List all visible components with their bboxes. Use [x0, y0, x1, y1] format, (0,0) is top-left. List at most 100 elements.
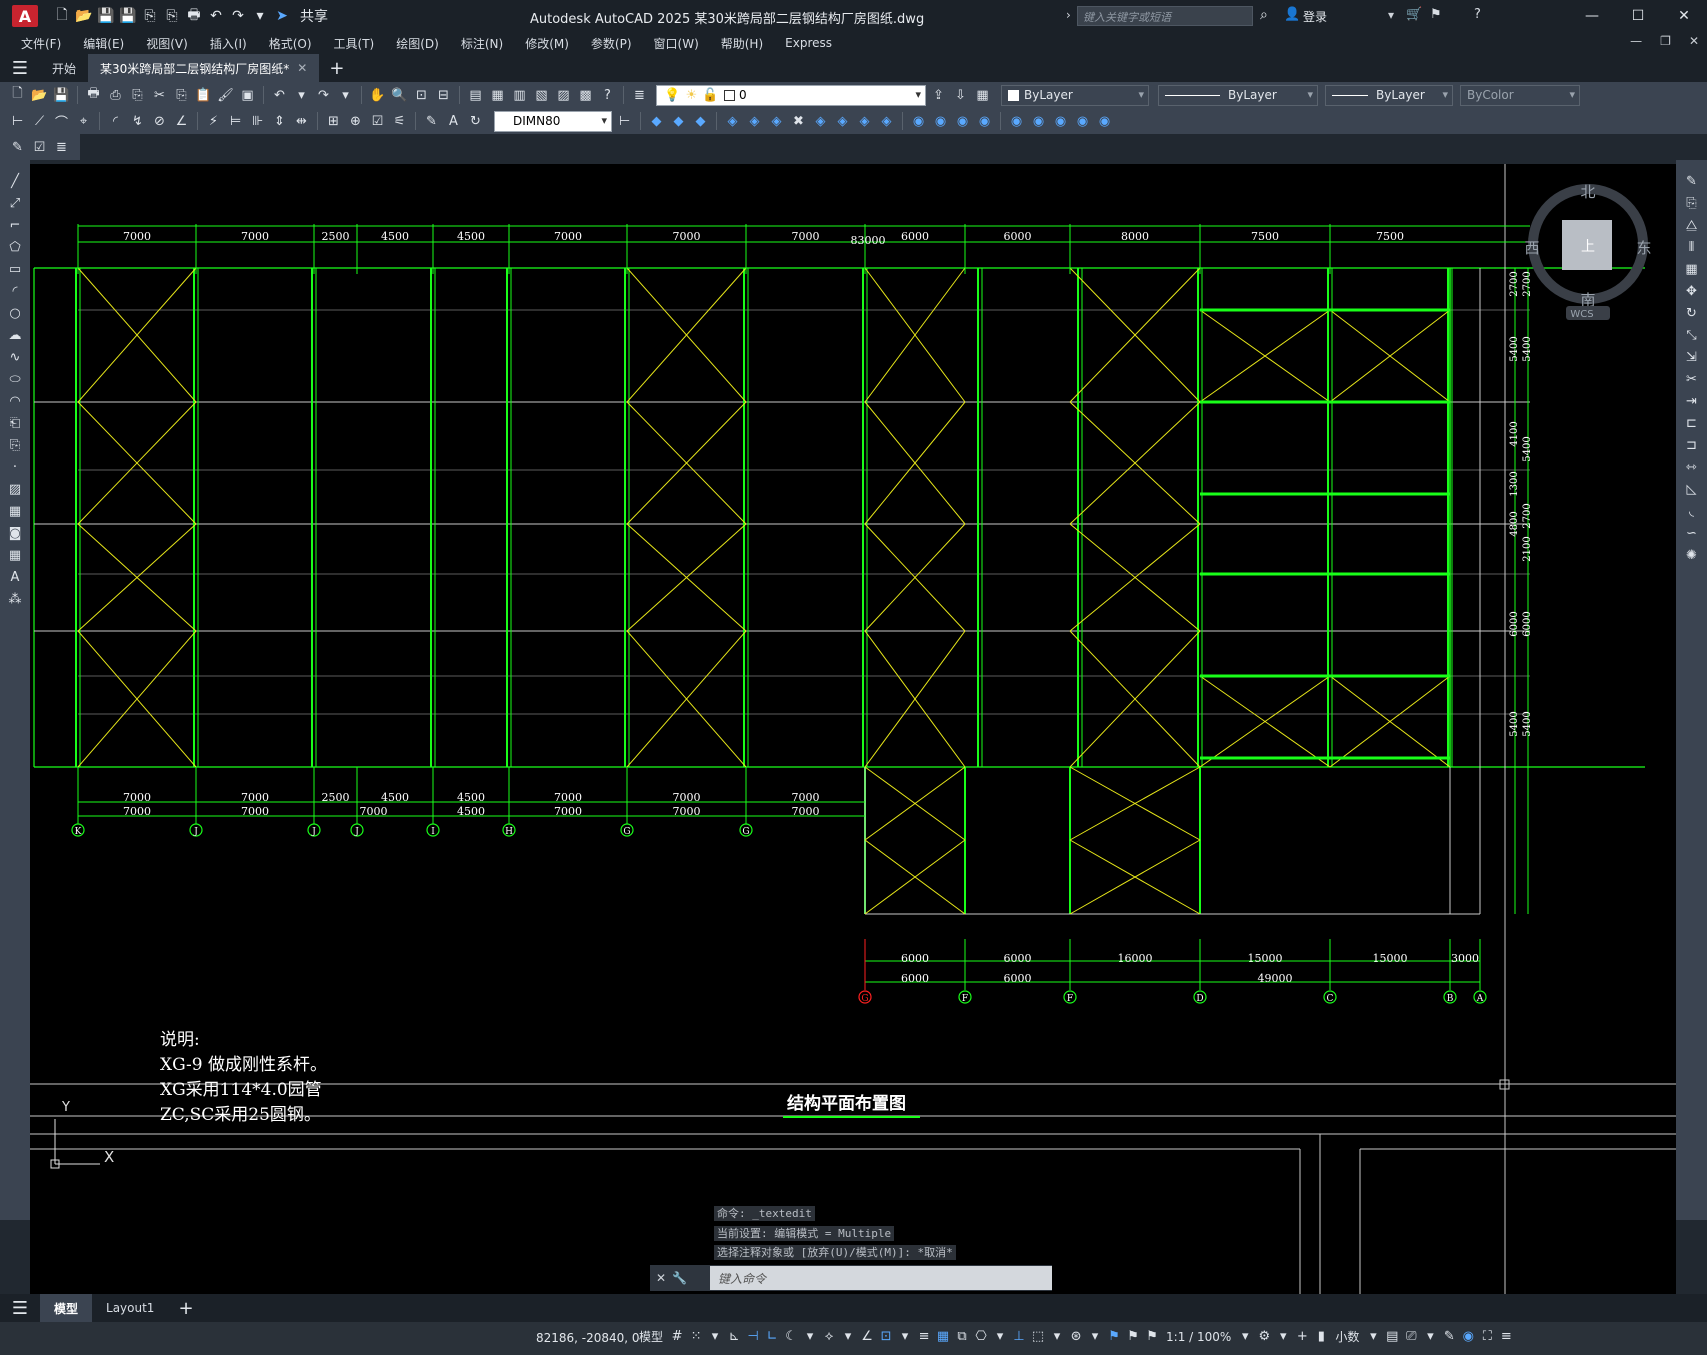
menu-item-3[interactable]: 插入(I) — [209, 36, 247, 51]
redo-icon[interactable]: ↷ — [232, 8, 244, 24]
modify-icon-1[interactable]: ◈ — [727, 113, 738, 129]
undo-dropdown-icon[interactable]: ▾ — [298, 87, 305, 103]
edit-block-icon[interactable]: ✎ — [12, 139, 23, 155]
jogged-icon[interactable]: ↯ — [132, 113, 143, 129]
dynamic-ucs-icon[interactable]: ⊥ — [1013, 1329, 1025, 1344]
markup-icon[interactable]: ▨ — [557, 87, 570, 103]
selection-filter-dropdown-icon[interactable]: ▾ — [1053, 1329, 1061, 1344]
open-web-icon[interactable]: ⎘ — [144, 8, 156, 24]
stretch-icon[interactable]: ⇲ — [1686, 350, 1697, 365]
calculator-icon[interactable]: ▩ — [579, 87, 592, 103]
isodraft-icon[interactable]: ⟡ — [824, 1329, 834, 1344]
dim-text-edit-icon[interactable]: A — [449, 113, 458, 129]
maximize-icon[interactable]: ☐ — [1631, 8, 1645, 24]
customization-icon[interactable]: ≡ — [1500, 1329, 1512, 1344]
array-icon[interactable]: ▦ — [1685, 262, 1698, 277]
break-icon[interactable]: ⊐ — [1686, 438, 1697, 453]
open-icon[interactable]: 📂 — [31, 87, 48, 103]
solid-icon-3[interactable]: ◉ — [956, 113, 969, 129]
make-block-icon[interactable]: ⎘ — [9, 438, 21, 453]
tool-palettes-icon[interactable]: ▥ — [513, 87, 526, 103]
scale-dropdown-icon[interactable]: ▾ — [1242, 1329, 1249, 1344]
solid-icon-9[interactable]: ◉ — [1098, 113, 1111, 129]
angular-icon[interactable]: ∠ — [175, 113, 188, 129]
trim-icon[interactable]: ✂ — [1686, 372, 1697, 387]
check-block-icon[interactable]: ☑ — [33, 139, 46, 155]
circle-icon[interactable]: ○ — [9, 306, 21, 321]
color-dropdown[interactable]: ByLayer — [1001, 84, 1149, 106]
modify-icon-8[interactable]: ◈ — [881, 113, 892, 129]
autocad-logo[interactable]: A — [12, 5, 38, 27]
arc-length-icon[interactable]: ⌒ — [54, 115, 68, 131]
layer-dropdown[interactable]: 💡 ☀ 🔓 0 — [656, 84, 926, 106]
dim-edit-icon[interactable]: ✎ — [426, 113, 437, 129]
copy-object-icon[interactable]: ⎘ — [1686, 196, 1697, 211]
radius-icon[interactable]: ◜ — [112, 113, 119, 129]
open-icon[interactable]: 📂 — [75, 8, 93, 24]
modify-icon-6[interactable]: ◈ — [837, 113, 848, 129]
annotation-scale-icon[interactable]: ⚑ — [1146, 1329, 1158, 1344]
wcs-menu[interactable] — [1566, 306, 1610, 320]
layout-menu-icon[interactable]: ☰ — [11, 1297, 29, 1319]
aligned-dim-icon[interactable]: ⟋ — [34, 113, 45, 129]
plotstyle-dropdown[interactable]: ByColor — [1460, 84, 1580, 106]
3d-osnap-dropdown-icon[interactable]: ▾ — [996, 1329, 1004, 1344]
chamfer-icon[interactable]: ◺ — [1686, 482, 1697, 497]
viewcube[interactable]: 上 北 南 东 西 WCS — [1524, 183, 1652, 320]
menu-item-10[interactable]: 窗口(W) — [653, 36, 699, 51]
login-button[interactable]: 登录 — [1303, 10, 1328, 24]
clean-screen-icon[interactable]: ⛶ — [1482, 1329, 1492, 1344]
plot-icon[interactable]: 🖶 — [87, 86, 100, 101]
erase-icon[interactable]: ✎ — [1686, 174, 1697, 189]
revision-cloud-icon[interactable]: ☁ — [8, 328, 22, 343]
spline-icon[interactable]: ∿ — [9, 350, 21, 365]
insert-block-icon[interactable]: ⎗ — [9, 416, 21, 431]
pan-icon[interactable]: ✋ — [369, 87, 386, 103]
doc-minimize-icon[interactable]: — — [1630, 34, 1643, 48]
quick-properties-icon[interactable]: ▤ — [1386, 1329, 1399, 1344]
autodesk-app-icon[interactable]: ⚑ — [1430, 7, 1442, 22]
continue-icon[interactable]: ⊪ — [251, 113, 264, 129]
redo-icon[interactable]: ↷ — [318, 87, 329, 103]
layer-states-icon[interactable]: ▦ — [976, 87, 989, 103]
3d-osnap-icon[interactable]: ⎔ — [975, 1329, 987, 1344]
menu-item-4[interactable]: 格式(O) — [268, 36, 312, 51]
dim-update-icon[interactable]: ↻ — [470, 113, 481, 129]
region-icon[interactable]: ◙ — [8, 526, 22, 541]
save-web-icon[interactable]: ⎘ — [166, 8, 178, 24]
hatch-icon[interactable]: ▨ — [8, 482, 22, 497]
diameter-icon[interactable]: ⊘ — [154, 113, 165, 129]
undo-icon[interactable]: ↶ — [274, 87, 285, 103]
menu-item-8[interactable]: 修改(M) — [525, 36, 569, 51]
blend-icon[interactable]: ∽ — [1686, 526, 1697, 541]
model-3d-icon-1[interactable]: ◆ — [651, 113, 662, 129]
auto-scale-icon[interactable]: ⚑ — [1127, 1329, 1139, 1344]
solid-icon-4[interactable]: ◉ — [978, 113, 991, 129]
chevron-right-icon[interactable]: › — [1066, 8, 1071, 22]
units-dropdown-icon[interactable]: ▾ — [1370, 1329, 1377, 1344]
tab-drawing[interactable]: 某30米跨局部二层钢结构厂房图纸*✕ — [88, 54, 320, 82]
help-icon[interactable]: ? — [604, 87, 611, 103]
solid-icon-7[interactable]: ◉ — [1054, 113, 1067, 129]
add-layout-button[interactable]: + — [178, 1297, 194, 1319]
workspace-icon[interactable]: ⚙ — [1258, 1329, 1271, 1344]
layer-previous-icon[interactable]: ⇩ — [955, 87, 966, 103]
osnap-dropdown-icon[interactable]: ▾ — [901, 1329, 909, 1344]
zoom-realtime-icon[interactable]: 🔍 — [391, 87, 408, 103]
solid-icon-8[interactable]: ◉ — [1076, 113, 1089, 129]
solid-icon-2[interactable]: ◉ — [934, 113, 947, 129]
match-properties-icon[interactable]: 🖌 — [217, 87, 234, 103]
menu-item-11[interactable]: 帮助(H) — [720, 36, 764, 51]
tab-model[interactable]: 模型 — [40, 1294, 93, 1322]
command-close-icon[interactable]: ✕ — [656, 1271, 667, 1285]
publish-icon[interactable]: ⎘ — [132, 87, 143, 103]
menu-item-9[interactable]: 参数(P) — [590, 36, 632, 51]
save-icon[interactable]: 💾 — [53, 87, 70, 103]
cart-icon[interactable]: 🛒 — [1406, 7, 1423, 22]
menu-item-5[interactable]: 工具(T) — [333, 36, 375, 51]
dim-space-icon[interactable]: ⇕ — [274, 113, 285, 129]
dynamic-input-icon[interactable]: ⊣ — [747, 1329, 759, 1344]
lock-ui-dropdown-icon[interactable]: ▾ — [1427, 1329, 1434, 1344]
new-tab-button[interactable]: + — [329, 57, 345, 79]
